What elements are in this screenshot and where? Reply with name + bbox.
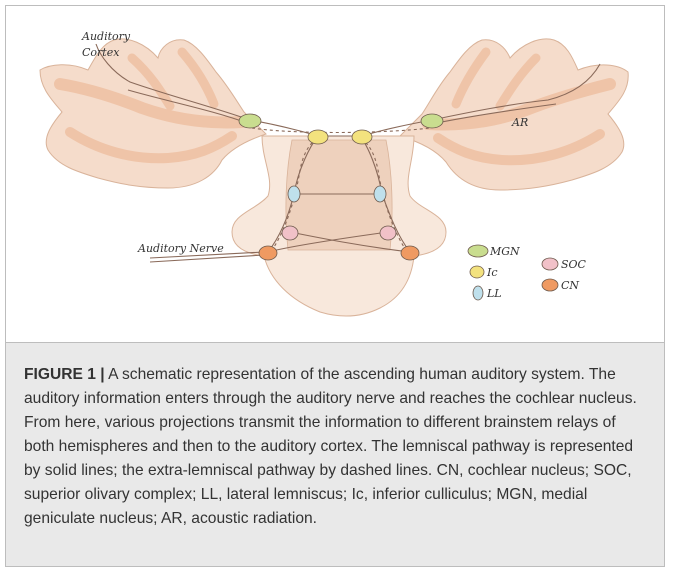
legend-ic-swatch	[470, 266, 484, 278]
legend-soc-swatch	[542, 258, 558, 270]
figure-caption-label: FIGURE 1 |	[24, 366, 105, 383]
figure-caption-text: A schematic representation of the ascend…	[24, 366, 637, 527]
legend-ll-swatch	[473, 286, 483, 300]
cn-right-nucleus	[401, 246, 419, 260]
auditory-pathway-illustration: Auditory Cortex AR Auditory Nerve MGN Ic…	[0, 0, 673, 340]
legend-ll-label: LL	[486, 287, 502, 300]
legend-cn-swatch	[542, 279, 558, 291]
cn-left-nucleus	[259, 246, 277, 260]
brainstem	[232, 136, 446, 316]
caption-box: FIGURE 1 | A schematic representation of…	[5, 342, 665, 567]
legend-mgn-swatch	[468, 245, 488, 257]
ic-right-nucleus	[352, 130, 372, 144]
figure-caption: FIGURE 1 | A schematic representation of…	[24, 363, 644, 531]
label-auditory-nerve: Auditory Nerve	[137, 242, 224, 255]
label-auditory-cortex-line1: Auditory	[81, 30, 131, 43]
mgn-left-nucleus	[239, 114, 261, 128]
legend-soc-label: SOC	[561, 258, 587, 271]
ll-right-nucleus	[374, 186, 386, 202]
mgn-right-nucleus	[421, 114, 443, 128]
legend-ic-label: Ic	[486, 266, 498, 279]
label-auditory-cortex-line2: Cortex	[82, 46, 120, 59]
ic-left-nucleus	[308, 130, 328, 144]
pathway-dashed-top	[252, 128, 430, 133]
soc-left-nucleus	[282, 226, 298, 240]
label-acoustic-radiation: AR	[511, 116, 528, 129]
legend-mgn-label: MGN	[489, 245, 520, 258]
soc-right-nucleus	[380, 226, 396, 240]
ll-left-nucleus	[288, 186, 300, 202]
legend-cn-label: CN	[561, 279, 579, 292]
auditory-nerve-fiber-2	[150, 255, 264, 262]
